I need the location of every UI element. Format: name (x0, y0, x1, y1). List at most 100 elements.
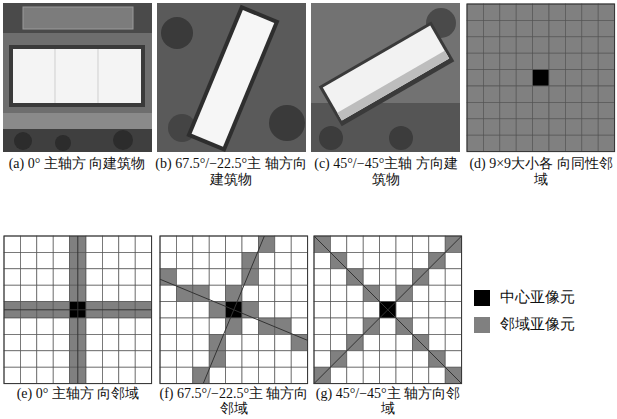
sub-pixel (445, 252, 461, 268)
sub-pixel (598, 37, 614, 53)
sub-pixel (275, 269, 291, 285)
sub-pixel (119, 285, 135, 301)
sub-pixel (258, 285, 274, 301)
axis-line (314, 236, 462, 384)
sub-pixel (4, 367, 20, 383)
sub-pixel (483, 20, 499, 36)
sub-pixel (330, 236, 346, 252)
sub-pixel (119, 252, 135, 268)
sub-pixel (445, 351, 461, 367)
sub-pixel (53, 334, 69, 350)
sub-pixel (37, 334, 53, 350)
sub-pixel (314, 318, 330, 334)
sub-pixel (500, 37, 516, 53)
sub-pixel (483, 37, 499, 53)
panel-caption: (b) 67.5°/−22.5°主 轴方向建筑物 (153, 156, 309, 187)
building-photo (157, 3, 306, 152)
sub-pixel (226, 367, 242, 383)
sub-pixel (500, 53, 516, 69)
pixel-grid (467, 4, 615, 152)
panel-caption: (e) 0° 主轴方 向邻域 (0, 386, 156, 402)
sub-pixel (347, 302, 363, 318)
sub-pixel (314, 351, 330, 367)
sub-pixel (516, 37, 532, 53)
sub-pixel (242, 285, 258, 301)
sub-pixel (429, 236, 445, 252)
legend-swatch (474, 290, 490, 306)
grid-border (160, 236, 308, 384)
sub-pixel (582, 102, 598, 118)
sub-pixel (135, 252, 151, 268)
sub-pixel (209, 285, 225, 301)
sub-pixel (102, 334, 118, 350)
sub-pixel (102, 367, 118, 383)
sub-pixel (549, 119, 565, 135)
sub-pixel (291, 318, 307, 334)
sub-pixel (363, 334, 379, 350)
sub-pixel (412, 285, 428, 301)
sub-pixel (193, 302, 209, 318)
sub-pixel (380, 334, 396, 350)
sub-pixel (291, 367, 307, 383)
sub-pixel (275, 252, 291, 268)
sub-pixel (598, 53, 614, 69)
sub-pixel (598, 86, 614, 102)
sub-pixel (516, 4, 532, 20)
sub-pixel (533, 86, 549, 102)
sub-pixel (4, 318, 20, 334)
sub-pixel (53, 252, 69, 268)
sub-pixel (4, 236, 20, 252)
sub-pixel (275, 351, 291, 367)
sub-pixel (242, 252, 258, 268)
sub-pixel (363, 236, 379, 252)
sub-pixel (135, 367, 151, 383)
sub-pixel (291, 302, 307, 318)
sub-pixel (330, 318, 346, 334)
sub-pixel (516, 86, 532, 102)
pixel-grid (4, 236, 152, 384)
sub-pixel (380, 318, 396, 334)
sub-pixel (363, 252, 379, 268)
sub-pixel (412, 302, 428, 318)
sub-pixel (412, 367, 428, 383)
sub-pixel (380, 236, 396, 252)
sub-pixel (363, 351, 379, 367)
sub-pixel (176, 367, 192, 383)
sub-pixel (176, 252, 192, 268)
sub-pixel (483, 4, 499, 20)
sub-pixel (467, 4, 483, 20)
sub-pixel (467, 135, 483, 151)
sub-pixel (412, 318, 428, 334)
sub-pixel (467, 86, 483, 102)
sub-pixel (445, 318, 461, 334)
sub-pixel (119, 269, 135, 285)
sub-pixel (565, 119, 581, 135)
sub-pixel (412, 252, 428, 268)
sub-pixel (582, 20, 598, 36)
sub-pixel (193, 252, 209, 268)
sub-pixel (598, 70, 614, 86)
sub-pixel (258, 351, 274, 367)
building-photo (3, 3, 152, 152)
sub-pixel (176, 318, 192, 334)
sub-pixel (314, 285, 330, 301)
sub-pixel (500, 119, 516, 135)
sub-pixel (347, 285, 363, 301)
sub-pixel (533, 135, 549, 151)
sub-pixel (160, 367, 176, 383)
sub-pixel (516, 102, 532, 118)
sub-pixel (347, 367, 363, 383)
sub-pixel (160, 351, 176, 367)
sub-pixel (86, 318, 102, 334)
sub-pixel (86, 367, 102, 383)
sub-pixel (119, 318, 135, 334)
sub-pixel (330, 269, 346, 285)
sub-pixel (176, 236, 192, 252)
sub-pixel (500, 20, 516, 36)
sub-pixel (598, 135, 614, 151)
sub-pixel (396, 351, 412, 367)
sub-pixel (20, 236, 36, 252)
sub-pixel (582, 135, 598, 151)
sub-pixel (500, 135, 516, 151)
sub-pixel (598, 20, 614, 36)
